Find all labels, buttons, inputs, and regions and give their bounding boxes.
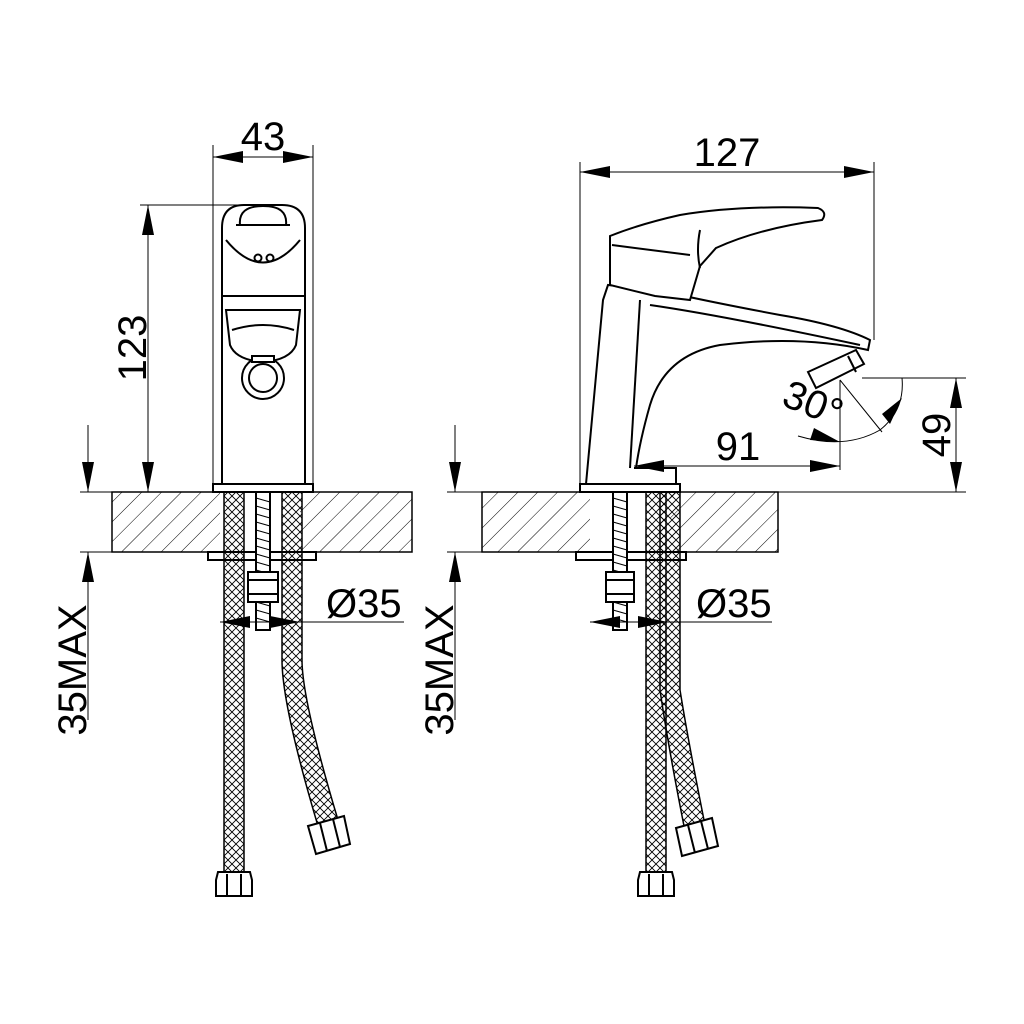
dim-front-width: 43 [241, 115, 286, 159]
front-indicator-dot [253, 253, 263, 263]
front-threaded-rod [255, 491, 271, 631]
side-view: 127 91 49 30° 35MAX Ø35 [418, 131, 966, 897]
dim-side-reach: 91 [716, 425, 761, 469]
front-hose-left [223, 491, 245, 873]
side-handle-lever [609, 206, 826, 302]
side-threaded-rod [612, 491, 628, 631]
side-hose-front [645, 491, 667, 873]
side-hose-nut [637, 871, 675, 897]
dim-side-length: 127 [694, 131, 761, 175]
front-indicator-dot [265, 253, 275, 263]
side-hose-nut [674, 816, 720, 858]
dim-side-angle: 30° [777, 372, 850, 435]
side-base [579, 483, 681, 493]
side-nut [605, 571, 635, 603]
dim-side-max: 35MAX [418, 604, 462, 735]
dim-side-height: 49 [915, 413, 959, 458]
dim-front-max: 35MAX [51, 604, 95, 735]
dim-front-height: 123 [111, 315, 155, 382]
front-nut [247, 571, 279, 603]
side-mounting-plate [575, 551, 687, 561]
dim-front-hole: Ø35 [326, 582, 402, 626]
front-handle-cap [238, 204, 288, 226]
front-base [212, 483, 314, 493]
front-view: 43 123 35MAX Ø35 [51, 115, 413, 897]
dim-side-hole: Ø35 [696, 582, 772, 626]
front-faucet-body [221, 204, 306, 485]
front-hose-nut [306, 814, 352, 856]
front-hose-nut [215, 871, 253, 897]
side-faucet-body [584, 283, 872, 485]
